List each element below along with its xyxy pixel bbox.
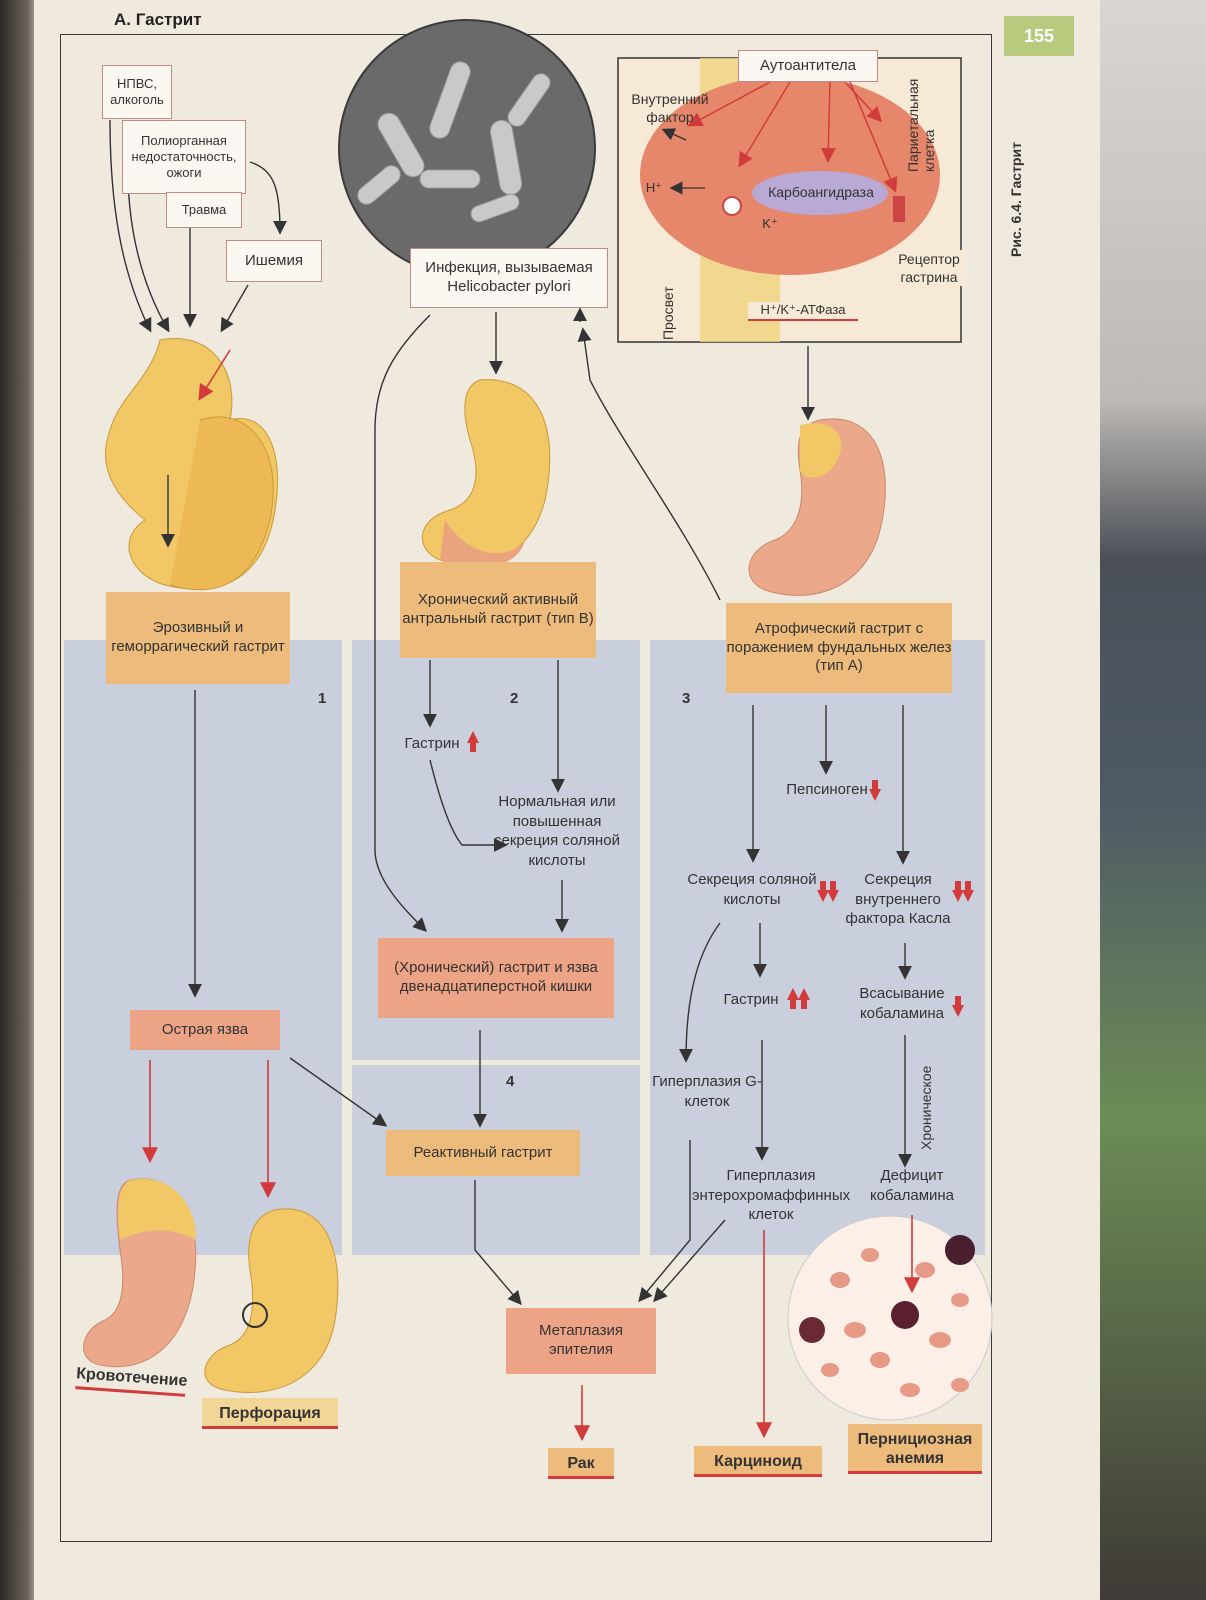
metaplasia-box: Метаплазия эпителия (506, 1308, 656, 1374)
cause-ischemia: Ишемия (226, 240, 322, 282)
page-number: 155 (1004, 16, 1074, 56)
section-number-3: 3 (682, 690, 691, 707)
outcome-carcinoid: Карциноид (694, 1446, 822, 1478)
section-title: А. Гастрит (108, 10, 208, 30)
label-atpase: H⁺/K⁺-АТФаза (748, 302, 858, 321)
normal-acid-secretion: Нормальная или повышенная секреция солян… (494, 793, 620, 869)
cause-trauma: Травма (166, 192, 242, 228)
section-number-4: 4 (506, 1073, 515, 1090)
book-spine (0, 0, 40, 1600)
blood-smear (787, 1215, 993, 1421)
cause-nsaid: НПВС, алкоголь (102, 65, 172, 119)
section-number-2: 2 (510, 690, 519, 707)
gastrin-2: Гастрин (723, 991, 779, 1008)
type-erosive: Эрозивный и геморрагический гастрит (106, 592, 290, 684)
stomach-erosive (105, 338, 279, 591)
type-chronic-antral: Хронический активный антральный гастрит … (400, 562, 596, 658)
g-cell-hyperplasia: Гиперплазия G-клеток (652, 1073, 762, 1110)
if-secretion: Секреция внутреннего фактора Касла (845, 871, 951, 927)
cobalamin-deficiency: Дефицит кобаламина (869, 1167, 955, 1204)
label-gastrin-receptor: Рецептор гастрина (892, 250, 966, 287)
chronic-ulcer-box: (Хронический) гастрит и язва двенадцатип… (378, 938, 614, 1018)
gastrin-up: Гастрин (404, 735, 460, 752)
label-autoantibodies: Аутоантитела (738, 50, 878, 82)
ecl-hyperplasia: Гиперплазия энтерохромаффинных клеток (691, 1167, 851, 1223)
reactive-gastritis-box: Реактивный гастрит (386, 1130, 580, 1176)
outcome-perforation: Перфорация (202, 1398, 338, 1430)
cobalamin-absorption: Всасывание кобаламина (859, 985, 945, 1022)
chronic-label: Хроническое (918, 1065, 934, 1150)
label-k-ion: K⁺ (762, 216, 778, 231)
cause-organ-failure: Полиорганная недостаточность, ожоги (122, 120, 246, 194)
section-number-1: 1 (318, 690, 327, 707)
pepsinogen: Пепсиноген (786, 781, 868, 798)
outcome-cancer: Рак (548, 1448, 614, 1480)
label-intrinsic-factor: Внутренний фактор (631, 91, 709, 126)
stomach-bleeding (83, 1178, 197, 1368)
level-indicators (467, 731, 974, 1017)
hcl-secretion: Секреция соляной кислоты (687, 871, 817, 908)
stomach-fundal (748, 418, 886, 596)
stomach-perforation (204, 1208, 339, 1393)
stomach-antral (422, 379, 551, 569)
label-h-ion: H⁺ (645, 180, 663, 195)
label-parietal-cell: Париетальная клетка (905, 78, 937, 172)
acute-ulcer-box: Острая язва (130, 1010, 280, 1050)
label-lumen: Просвет (660, 286, 676, 340)
label-carbonic-anhydrase: Карбоангидраза (768, 184, 874, 200)
parietal-cell-panel (617, 57, 962, 343)
background-surface (1100, 0, 1206, 1600)
section-band-1 (64, 640, 342, 1255)
outcome-pernicious-anemia: Пернициозная анемия (848, 1424, 982, 1475)
h-pylori-micrograph (338, 19, 596, 277)
type-atrophic: Атрофический гастрит с поражением фундал… (726, 603, 952, 693)
cause-infection: Инфекция, вызываемая Helicobacter pylori (410, 248, 608, 308)
